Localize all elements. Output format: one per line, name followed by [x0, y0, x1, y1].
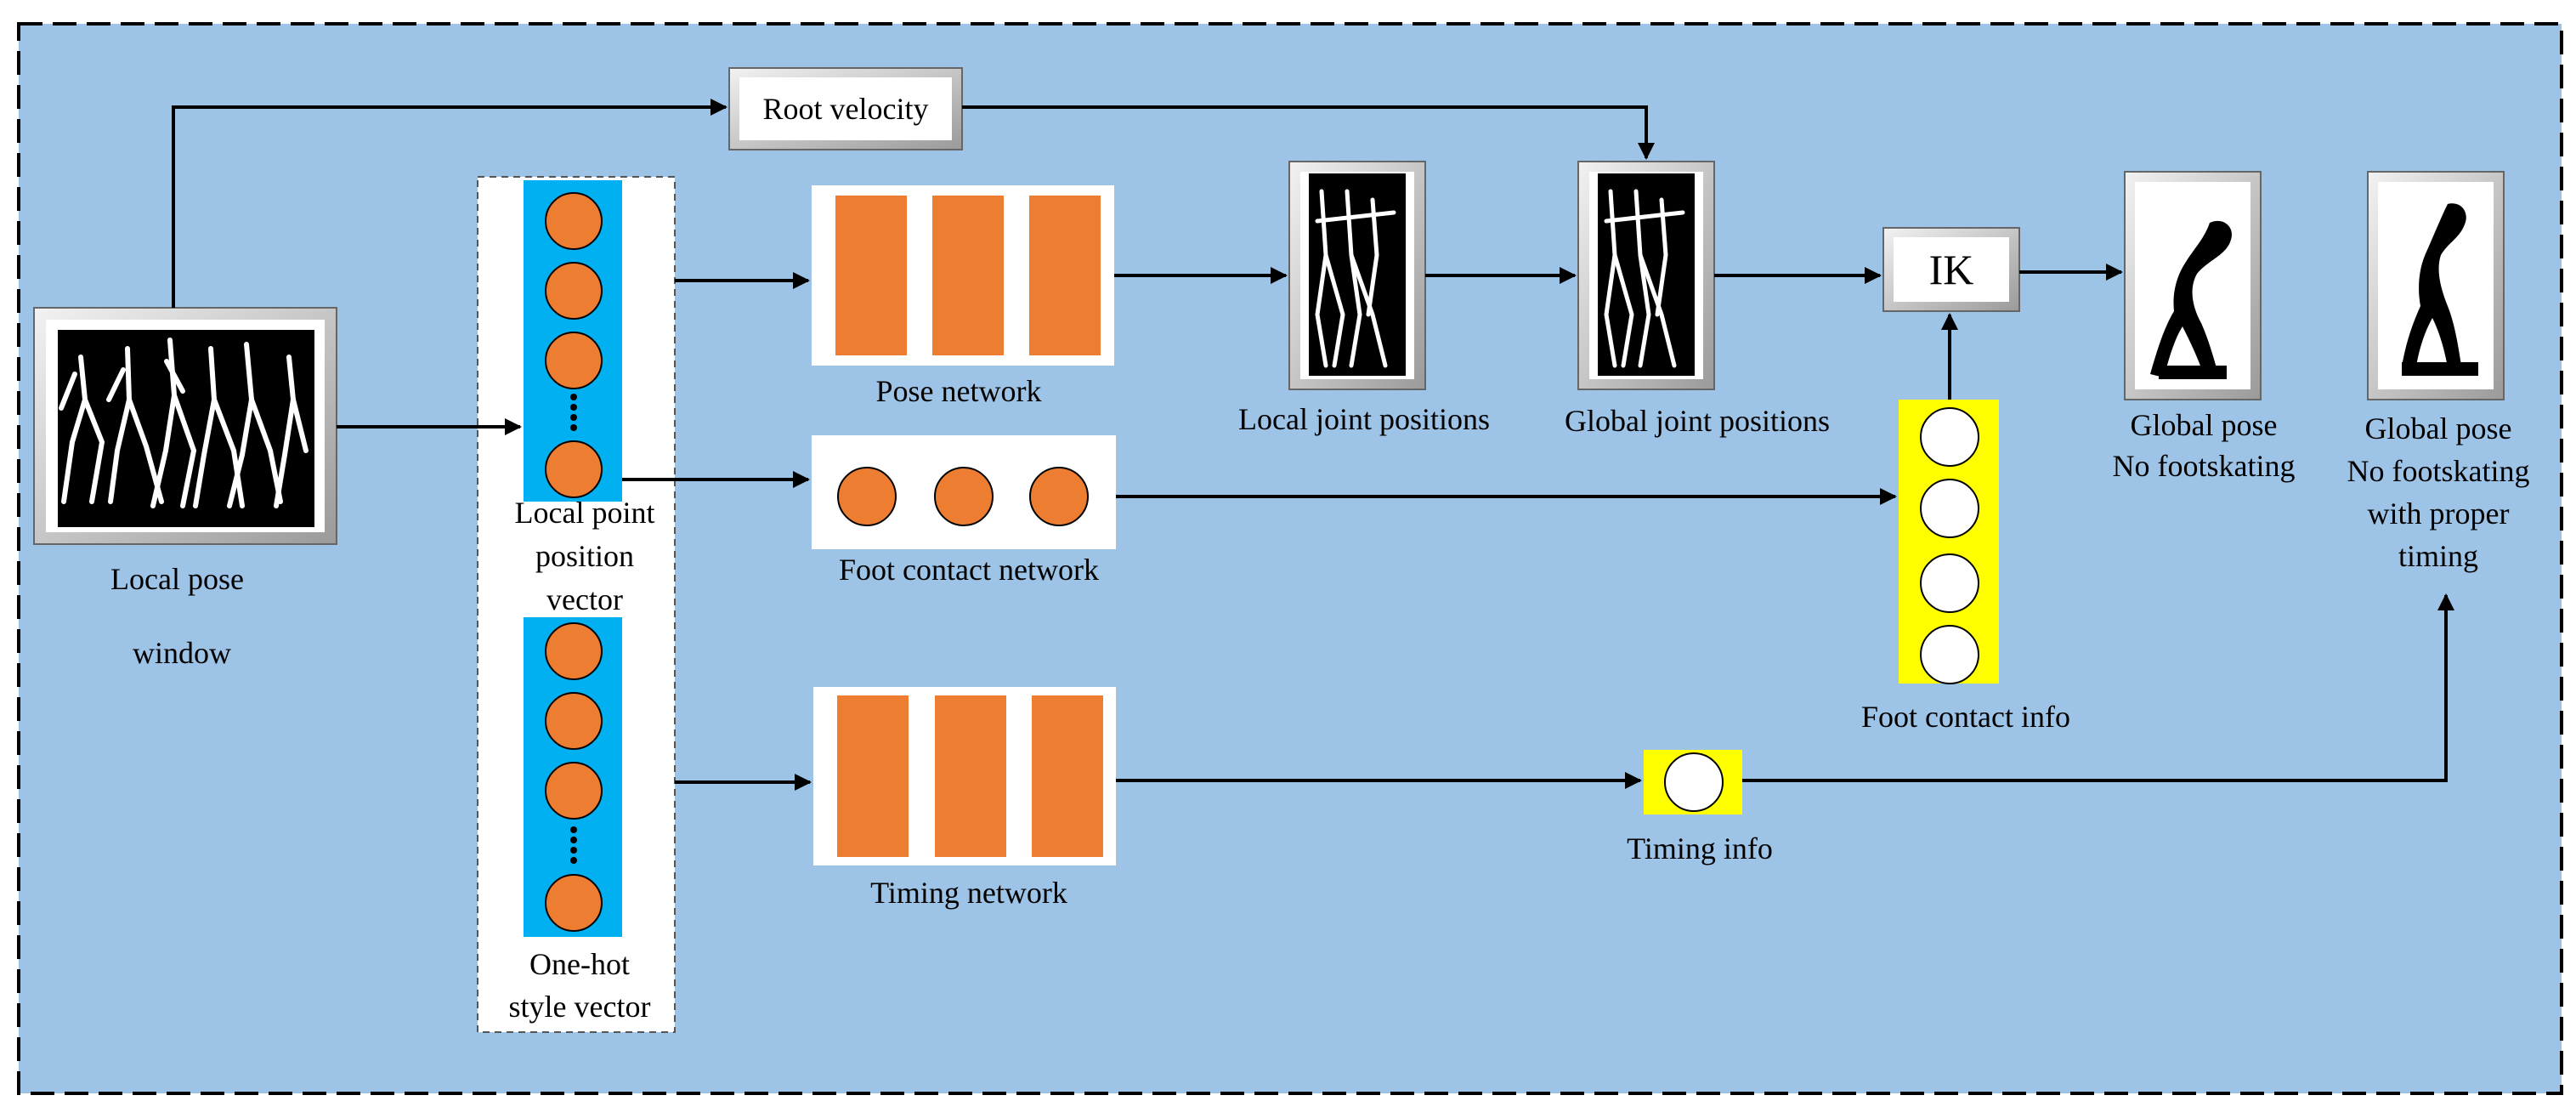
local-point-position-label-2: position	[535, 539, 634, 573]
root-velocity-box	[728, 67, 963, 150]
global-pose-timed-label-2: No footskating	[2347, 454, 2530, 488]
ellipsis-dots-2	[570, 826, 577, 864]
arrow-window-to-root-velocity	[172, 99, 728, 308]
global-pose-figure-image	[2150, 220, 2232, 379]
global-joint-positions-label: Global joint positions	[1565, 404, 1830, 438]
ik-label: IK	[1929, 246, 1974, 293]
global-pose-timed-label-3: with proper	[2368, 497, 2510, 531]
global-pose-frame	[2124, 171, 2262, 400]
timing-network-box	[813, 687, 1116, 865]
local-pose-window-label-1: Local pose	[110, 562, 244, 596]
foot-contact-info-label: Foot contact info	[1861, 700, 2070, 734]
walking-figures-image	[59, 338, 309, 508]
global-joint-positions-frame	[1577, 161, 1715, 390]
local-point-position-label-1: Local point	[515, 496, 655, 530]
local-point-position-label-3: vector	[546, 582, 623, 616]
one-hot-style-label-1: One-hot	[529, 947, 630, 981]
pose-network-label: Pose network	[876, 374, 1042, 408]
timing-network-label: Timing network	[870, 876, 1067, 910]
timing-info-label: Timing info	[1627, 831, 1773, 865]
local-pose-window-frame	[33, 307, 337, 545]
foot-contact-network-label: Foot contact network	[839, 553, 1099, 587]
arrow-root-velocity-to-global-joints	[962, 105, 1655, 160]
root-velocity-label: Root velocity	[763, 92, 929, 126]
global-pose-timed-frame	[2367, 171, 2505, 400]
foot-contact-network-box	[812, 435, 1116, 549]
flow-arrows	[172, 99, 2454, 791]
timing-info-node	[1664, 752, 1724, 812]
global-pose-timed-figure-image	[2402, 203, 2478, 376]
one-hot-style-nodes	[545, 622, 603, 932]
local-pose-window-label-2: window	[133, 636, 231, 670]
local-point-position-nodes	[545, 192, 603, 498]
local-joint-positions-label: Local joint positions	[1238, 402, 1490, 436]
global-pose-timed-label-1: Global pose	[2365, 411, 2512, 445]
foot-contact-info-nodes	[1920, 407, 1979, 684]
ellipsis-dots-1	[570, 394, 577, 431]
global-pose-label-1: Global pose	[2131, 408, 2278, 442]
local-joint-positions-frame	[1288, 161, 1426, 390]
ik-box	[1882, 227, 2020, 312]
global-pose-timed-label-4: timing	[2398, 539, 2478, 573]
arrow-timing-info-to-global-pose-timed	[1742, 593, 2454, 782]
one-hot-style-label-2: style vector	[509, 990, 651, 1024]
pose-network-box	[812, 185, 1114, 366]
global-pose-label-2: No footskating	[2113, 449, 2296, 483]
